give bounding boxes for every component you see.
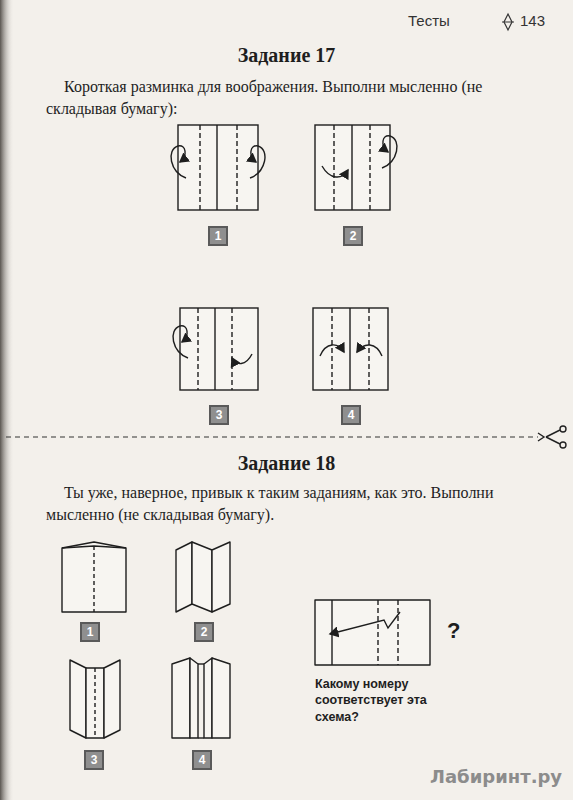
number-box: 2 [194, 622, 214, 642]
watermark: Лабиринт.ру [430, 766, 562, 787]
task-text: Короткая разминка для воображения. Выпол… [46, 76, 546, 119]
number-box: 3 [84, 750, 104, 770]
number-box: 4 [341, 405, 361, 425]
callout-number: 3 [91, 754, 98, 766]
task-text: Ты уже, наверное, привык к таким задания… [46, 482, 546, 525]
question-mark: ? [447, 618, 460, 644]
number-box: 4 [192, 750, 212, 770]
callout-number: 2 [201, 626, 208, 638]
question-text: Какому номеру соответствует эта схема? [315, 676, 455, 725]
callout-number: 1 [215, 230, 222, 242]
task-heading: Задание 17 [0, 44, 573, 67]
callout-number: 2 [350, 230, 357, 242]
number-box: 3 [209, 405, 229, 425]
callout-number: 1 [87, 626, 94, 638]
callout-number: 4 [348, 409, 355, 421]
number-box: 1 [80, 622, 100, 642]
number-box: 2 [343, 226, 363, 246]
header-section: Тесты [408, 12, 450, 29]
task-heading: Задание 18 [0, 452, 573, 475]
callout-number: 3 [216, 409, 223, 421]
page-number: 143 [520, 12, 545, 29]
callout-number: 4 [199, 754, 206, 766]
number-box: 1 [208, 226, 228, 246]
